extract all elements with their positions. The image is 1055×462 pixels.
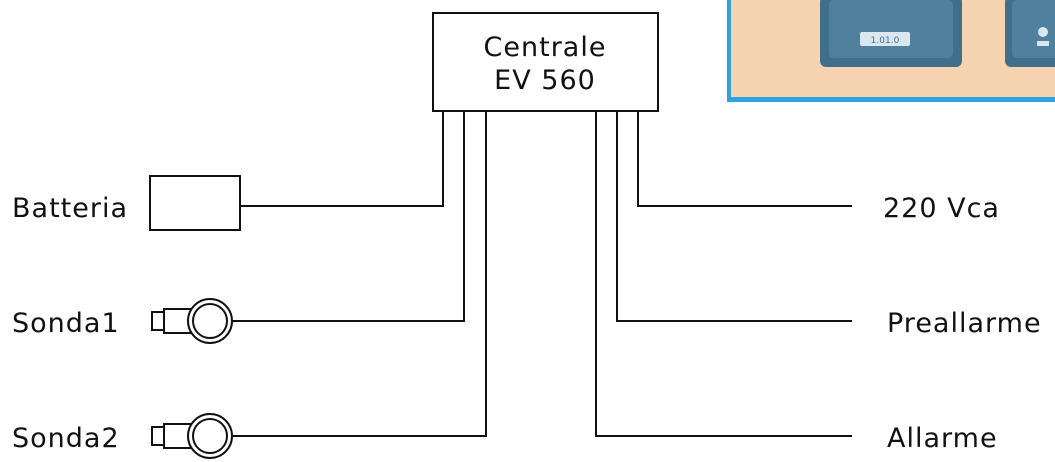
central-unit-box [432,12,659,112]
label-alarm: Allarme [887,423,998,454]
wire-power [637,111,852,207]
central-unit-title: Centrale [484,32,607,63]
probe2-symbol [151,413,233,459]
probe1-sensor-inner-icon [192,303,228,339]
probe2-sensor-icon [187,413,233,459]
wire-probe1 [232,111,465,322]
device-badge [860,32,910,46]
label-probe2: Sonda2 [12,423,120,454]
device-photo: 1.01.0 [727,0,1055,102]
device-knob-icon [1038,27,1048,37]
label-power: 220 Vca [883,193,1000,224]
wire-battery [240,111,444,207]
wires [232,111,852,437]
central-unit: Centrale EV 560 [432,12,659,112]
device-knob-label [1037,41,1049,46]
label-prealarm: Preallarme [887,308,1042,339]
probe1-sensor-icon [187,298,233,344]
probe2-sensor-inner-icon [192,418,228,454]
probe1-symbol [151,298,233,344]
device-panel-right-face [1012,0,1055,58]
probe2-plug-icon [151,426,165,446]
wire-prealarm [616,111,852,322]
battery-icon [149,175,241,231]
wire-probe2 [232,111,487,437]
device-panel-left-face [829,0,953,58]
label-probe1: Sonda1 [12,308,120,339]
device-badge-text: 1.01.0 [871,36,900,46]
label-battery: Batteria [12,193,128,224]
probe1-plug-icon [151,311,165,331]
battery-symbol [149,175,241,231]
central-unit-model: EV 560 [494,65,596,96]
wire-alarm [595,111,852,437]
